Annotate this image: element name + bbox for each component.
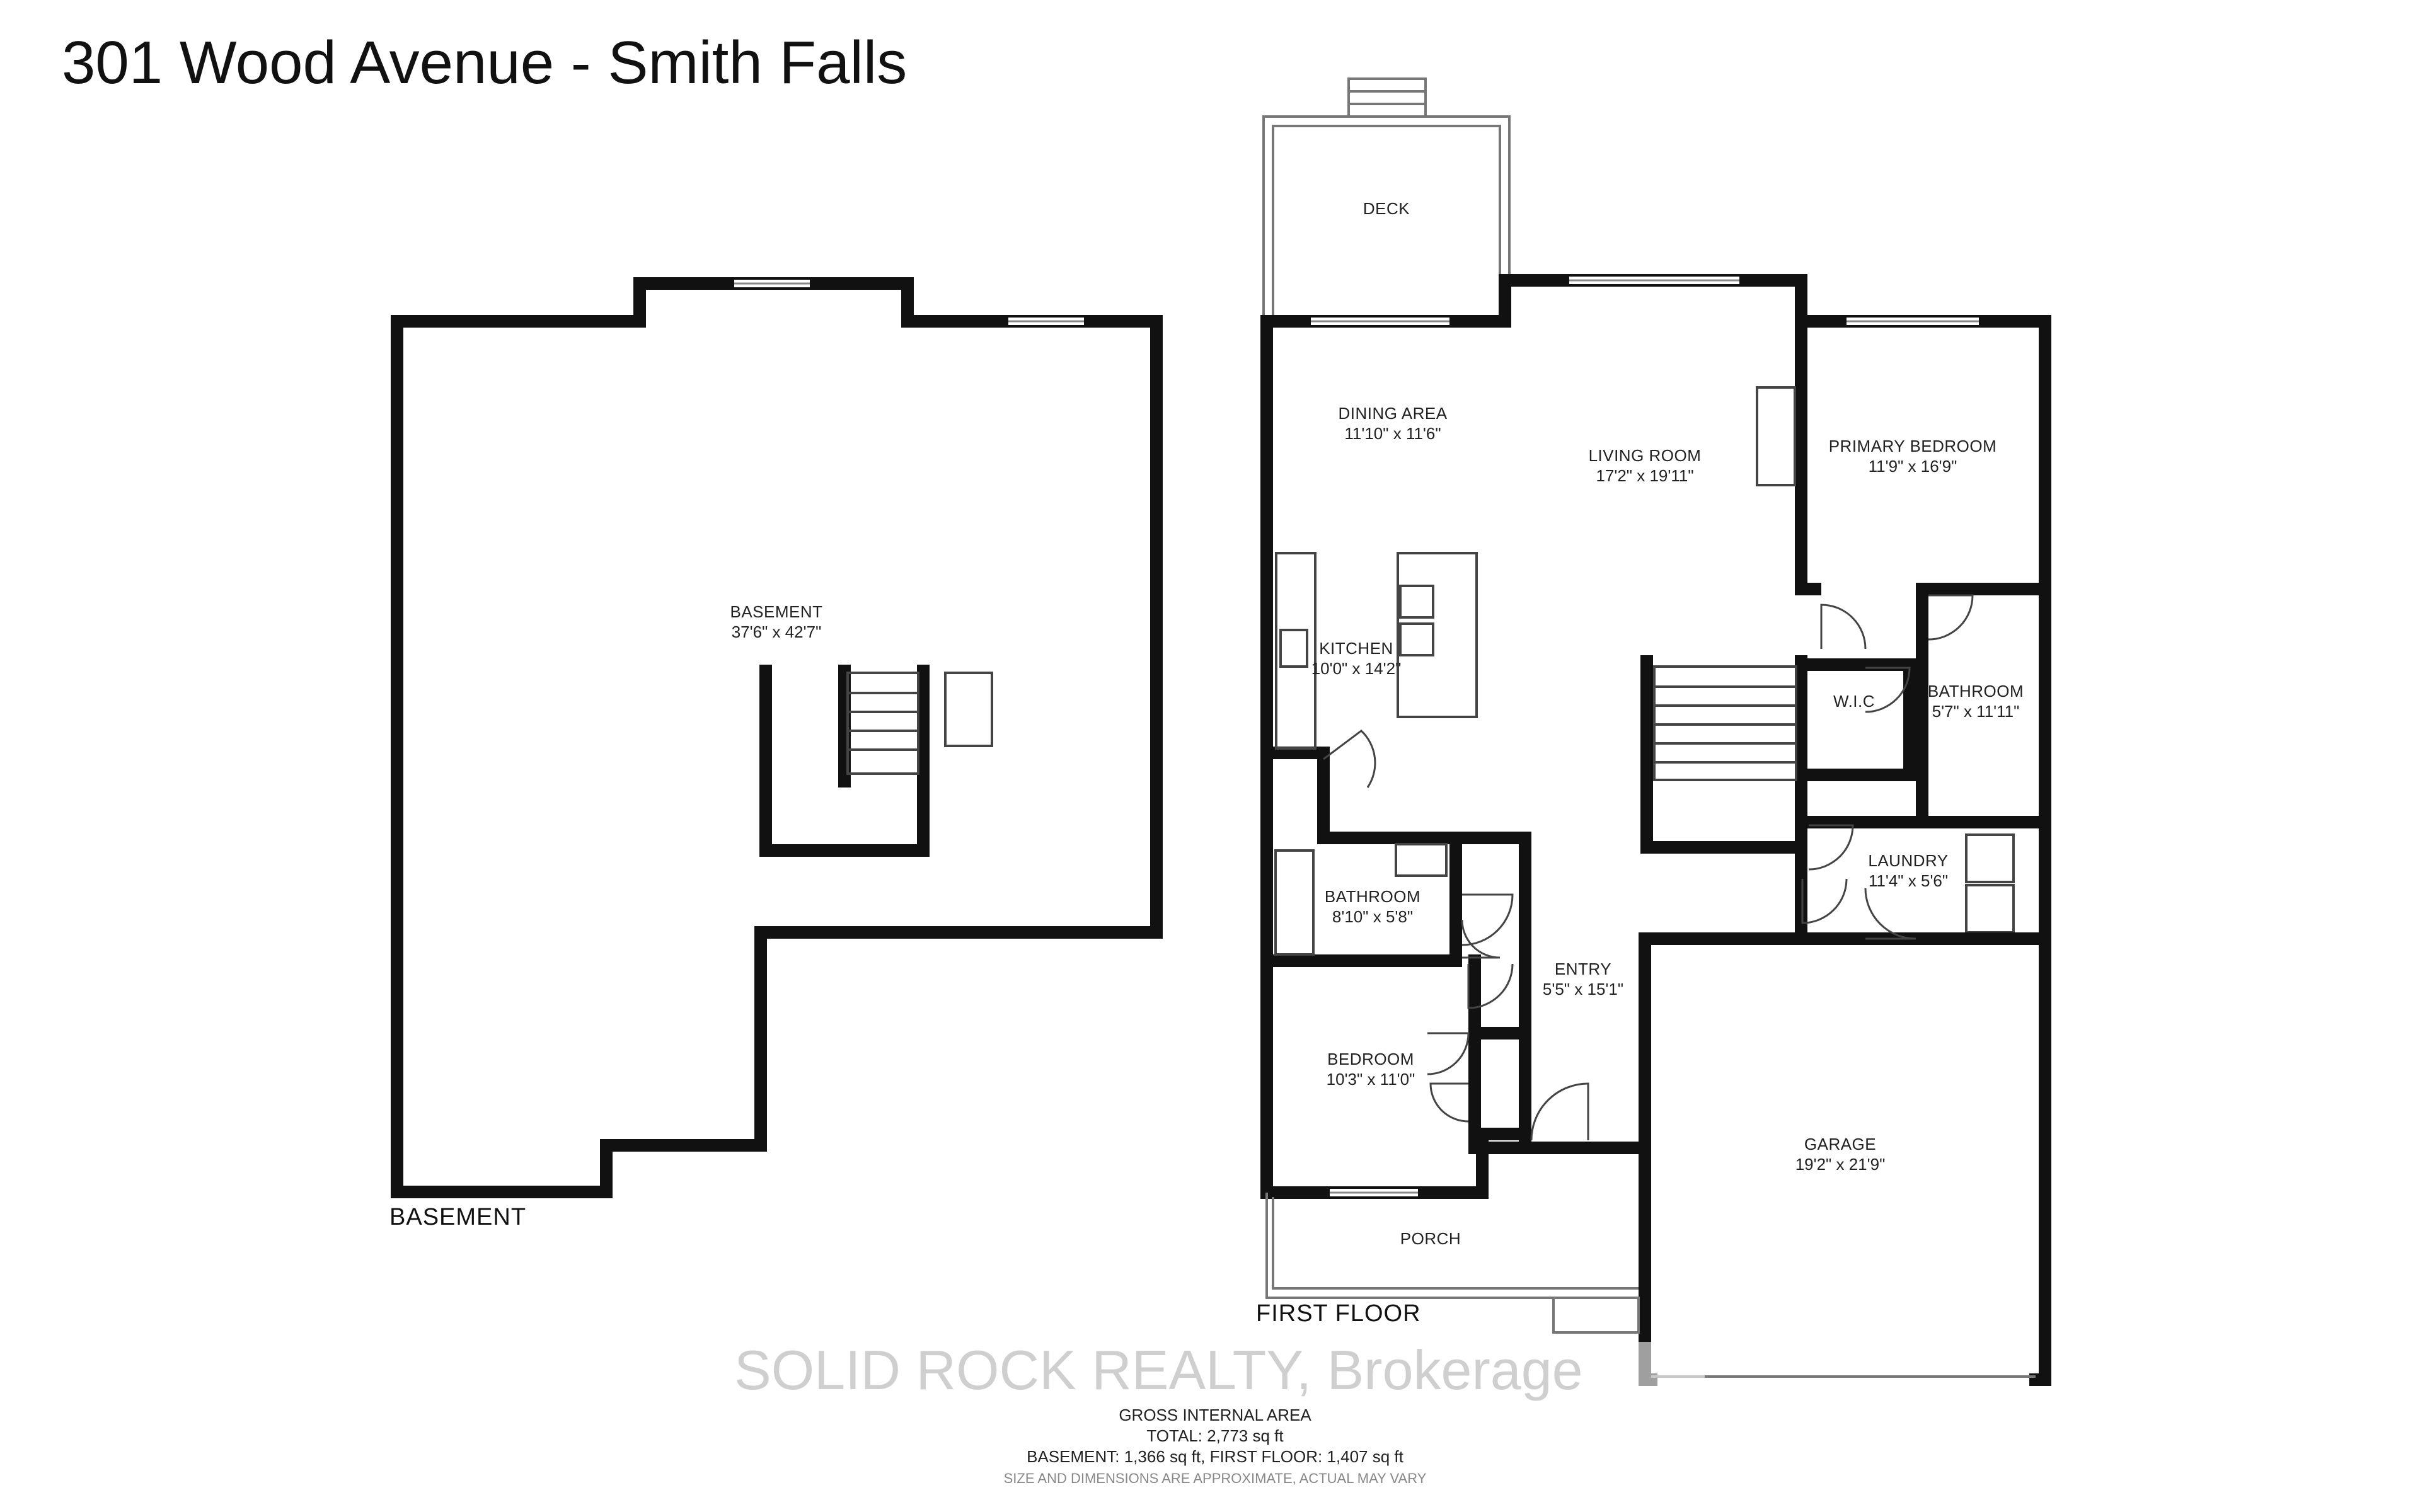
ensuite-room-dims: 5'7" x 11'11" [1932, 702, 2020, 721]
porch: PORCH [1265, 1193, 1640, 1334]
laundry-room-dims: 11'4" x 5'6" [1869, 871, 1948, 890]
basement-room-name: BASEMENT [730, 602, 822, 621]
laundry-room-name: LAUNDRY [1868, 851, 1948, 870]
basement-room-dims: 37'6" x 42'7" [732, 622, 822, 641]
basement-floor-label: BASEMENT [389, 1204, 526, 1230]
first-floor-label: FIRST FLOOR [1256, 1300, 1421, 1327]
deck-room-name: DECK [1363, 199, 1410, 218]
door-swings [1323, 594, 1974, 1141]
footer-disclaimer: SIZE AND DIMENSIONS ARE APPROXIMATE, ACT… [1004, 1470, 1427, 1486]
footer-breakdown: BASEMENT: 1,366 sq ft, FIRST FLOOR: 1,40… [1027, 1447, 1404, 1466]
basement-outline [391, 277, 1163, 1198]
first-floor-stairs [1640, 655, 1807, 854]
entry-room-dims: 5'5" x 15'1" [1543, 980, 1623, 999]
deck: DECK [1262, 77, 1511, 315]
kitchen-room-name: KITCHEN [1319, 639, 1393, 658]
dining-room-dims: 11'10" x 11'6" [1344, 424, 1441, 443]
primary-bedroom-dims: 11'9" x 16'9" [1869, 457, 1957, 476]
bathtub-icon [1274, 849, 1315, 956]
primary-bedroom-name: PRIMARY BEDROOM [1829, 437, 1997, 455]
garage-room-dims: 19'2" x 21'9" [1795, 1155, 1886, 1174]
fireplace-icon [1756, 386, 1796, 486]
kitchen-room-dims: 10'0" x 14'2" [1311, 659, 1402, 678]
kitchen-island [1397, 552, 1478, 718]
entry-room-name: ENTRY [1555, 959, 1611, 978]
basement-stairs [759, 665, 993, 857]
bathroom-room-dims: 8'10" x 5'8" [1332, 907, 1413, 926]
ensuite-room-name: BATHROOM [1928, 682, 2024, 701]
bathroom-room-name: BATHROOM [1325, 887, 1420, 906]
first-floor-exterior [1260, 274, 2051, 1386]
dining-room-name: DINING AREA [1338, 404, 1447, 423]
wic-room-name: W.I.C [1833, 692, 1875, 711]
page-title: 301 Wood Avenue - Smith Falls [62, 29, 907, 96]
porch-room-name: PORCH [1400, 1229, 1461, 1248]
living-room-name: LIVING ROOM [1589, 446, 1702, 465]
basement-plan: BASEMENT 37'6" x 42'7" BASEMENT [389, 277, 1163, 1230]
first-floor-plan: DECK [1256, 77, 2051, 1386]
bedroom-room-dims: 10'3" x 11'0" [1327, 1070, 1415, 1089]
footer-total: TOTAL: 2,773 sq ft [1146, 1426, 1284, 1445]
brokerage-watermark: SOLID ROCK REALTY, Brokerage [734, 1339, 1583, 1401]
bedroom-room-name: BEDROOM [1327, 1050, 1414, 1068]
garage-room-name: GARAGE [1804, 1135, 1876, 1154]
footer-gross-area: GROSS INTERNAL AREA [1119, 1406, 1311, 1424]
living-room-dims: 17'2" x 19'11" [1596, 466, 1693, 485]
